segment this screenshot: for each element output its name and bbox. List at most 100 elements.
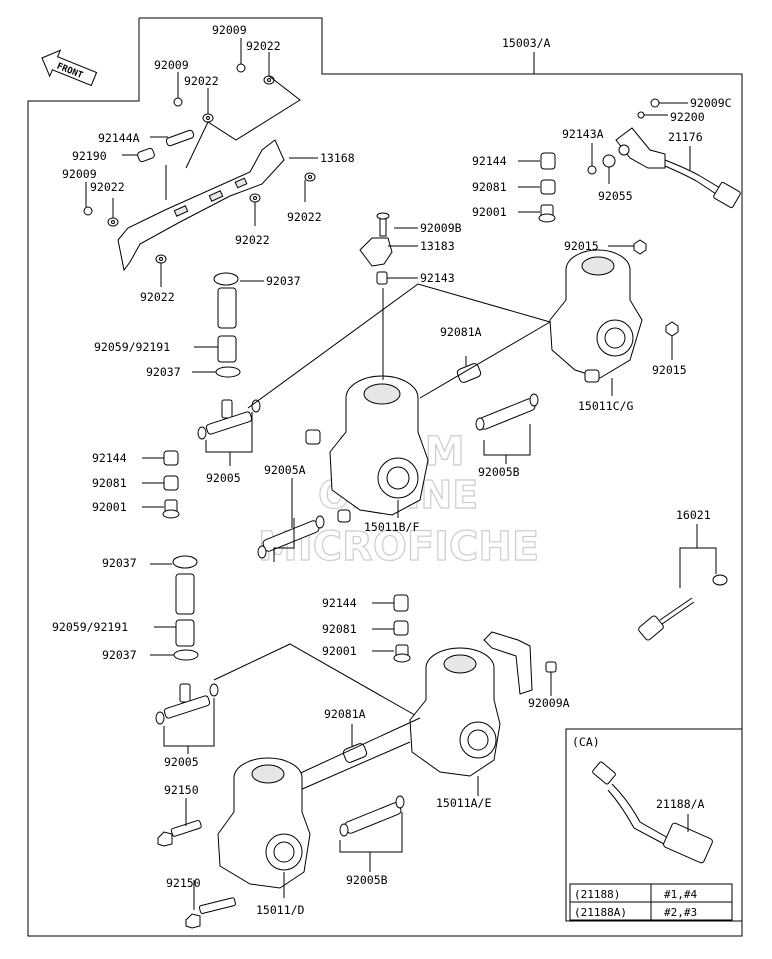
label: 92144A: [98, 131, 140, 145]
label: 16021: [676, 508, 711, 522]
label: 13183: [420, 239, 455, 253]
washer-92022-top: [263, 75, 275, 85]
label: 92143: [420, 271, 455, 285]
front-arrow-icon: FRONT: [41, 49, 98, 87]
label: 92081: [472, 180, 507, 194]
spring-92081-l: [163, 475, 179, 491]
label: 92144: [472, 154, 507, 168]
ca-box: (CA) 21188/A (21188) #1,#4 (21188A) #2,#…: [565, 728, 743, 922]
spring-92081-m: [393, 620, 409, 636]
nut-92015-a: [633, 239, 647, 255]
label: 92081A: [324, 707, 366, 721]
screw-92001-m: [393, 644, 411, 663]
pipe-92005b-b: [339, 795, 405, 837]
lower-left-leaders: [150, 563, 421, 754]
assembly-frame: [27, 17, 743, 937]
label: 92005B: [346, 873, 388, 887]
label: 92037: [266, 274, 301, 288]
label: 92059/92191: [52, 620, 128, 634]
bolt-92150-a: [157, 819, 202, 847]
label: 92150: [166, 876, 201, 890]
cap-92037-c: [172, 555, 198, 569]
screw-92009-top: [236, 63, 246, 73]
label: 92009C: [690, 96, 732, 110]
screw-92009c: [650, 98, 660, 108]
washer-92022-4: [249, 193, 261, 203]
oring-92143a: [587, 165, 597, 175]
oring-92143: [376, 271, 388, 285]
label: 92081: [92, 476, 127, 490]
pipe-92059-b: [175, 573, 195, 647]
label: 92144: [92, 451, 127, 465]
label: 92005: [164, 755, 199, 769]
lower-left-carb-leaders: [185, 798, 285, 910]
label: 15011/D: [256, 903, 305, 917]
spring-92144-r: [540, 152, 556, 170]
label: 92022: [184, 74, 219, 88]
label: 92143A: [562, 127, 604, 141]
label: 92009: [62, 167, 97, 181]
label: 92001: [472, 205, 507, 219]
sensor-16021: [638, 574, 728, 641]
upper-left-leaders: [142, 280, 264, 508]
top-right-leaders: [518, 52, 691, 396]
pipe-92059-a: [217, 287, 237, 363]
label: 21176: [668, 130, 703, 144]
nut-92015-b: [665, 321, 679, 337]
spring-92144a: [165, 129, 195, 147]
pipe-92005a: [257, 515, 325, 559]
spring-92081a-a: [456, 363, 482, 383]
bracket-13183: [359, 212, 393, 267]
label: 92009B: [420, 221, 462, 235]
ca-table-part-1: (21188): [574, 888, 620, 901]
tee-fitting-92005-a: [197, 399, 261, 440]
label: 92200: [670, 110, 705, 124]
label: 13168: [320, 151, 355, 165]
label: 92037: [102, 556, 137, 570]
ca-table-cyl-2: #2,#3: [664, 906, 697, 919]
lower-right-leaders: [293, 602, 552, 872]
tee-fitting-92005-b: [155, 683, 219, 725]
screw-92009-3: [83, 206, 93, 216]
ca-table-cyl-1: #1,#4: [664, 888, 697, 901]
washer-92022-2: [202, 113, 214, 123]
middle-leaders: [247, 227, 551, 562]
spring-92081a-b: [342, 743, 368, 763]
washer-92200: [637, 111, 645, 119]
washer-92022-6: [155, 254, 167, 264]
screw-92001-l: [162, 499, 180, 519]
label: 92037: [146, 365, 181, 379]
ca-box-title: (CA): [572, 735, 600, 749]
label-21188a: 21188/A: [656, 797, 705, 811]
bracket-lower: [483, 631, 533, 695]
carburetor-15011bf: [305, 375, 429, 523]
label: 92005B: [478, 465, 520, 479]
label: 92081A: [440, 325, 482, 339]
label: 92144: [322, 596, 357, 610]
label: 92022: [140, 290, 175, 304]
label: 92081: [322, 622, 357, 636]
connector-21188: [592, 761, 713, 864]
cap-92037-b: [215, 366, 241, 378]
screw-92001-r: [538, 204, 556, 223]
label: 15011B/F: [364, 520, 419, 534]
bolt-92150-b: [185, 897, 236, 929]
label: 92022: [246, 39, 281, 53]
assembly-label: 15003/A: [502, 36, 551, 50]
washer-92022-3: [107, 217, 119, 227]
bracket-13168: [117, 139, 285, 272]
spring-92144-m: [393, 594, 409, 612]
label: 92150: [164, 783, 199, 797]
carburetor-15011cg: [549, 249, 643, 383]
label: 92022: [90, 180, 125, 194]
collar-92190: [137, 147, 155, 163]
label: 15011C/G: [578, 399, 633, 413]
label: 92059/92191: [94, 340, 170, 354]
screw-92009a: [545, 661, 557, 673]
label: 92009: [154, 58, 189, 72]
label: 92022: [235, 233, 270, 247]
label: 92001: [322, 644, 357, 658]
screw-92009-2: [173, 97, 183, 107]
spring-92081-r: [540, 179, 556, 195]
